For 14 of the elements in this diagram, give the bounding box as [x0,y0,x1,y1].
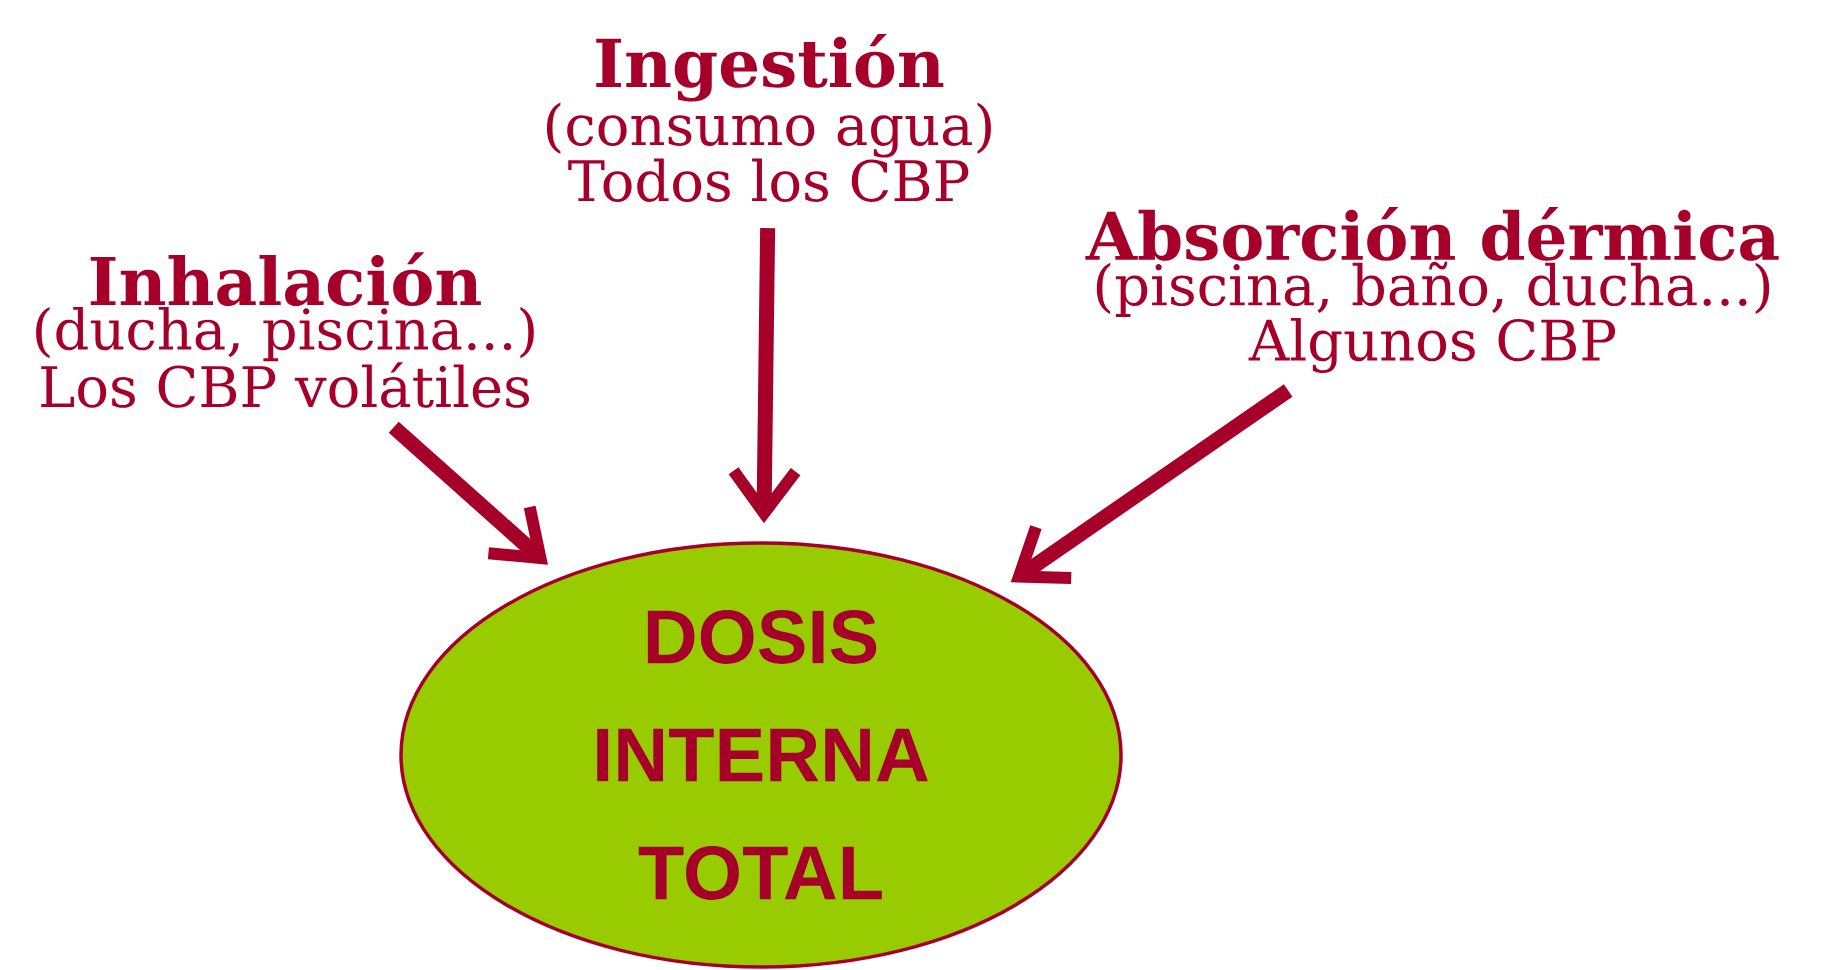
arrow [1010,384,1293,585]
arrow [728,227,801,524]
heading: Absorción dérmica [1085,207,1779,261]
description: Los CBP volátiles [41,362,529,408]
center-label: DOSIS INTERNA TOTAL [597,610,928,900]
heading: Inhalación [90,252,481,306]
description: (ducha, piscina...) [36,306,534,362]
description: (consumo agua) [546,102,991,158]
arrow [388,421,548,565]
description: Algunos CBP [1248,317,1616,373]
heading: Ingestión [596,34,944,102]
description: (piscina, baño, ducha...) [1096,261,1770,317]
description: Todos los CBP [568,158,969,202]
ellipse [399,541,1123,969]
